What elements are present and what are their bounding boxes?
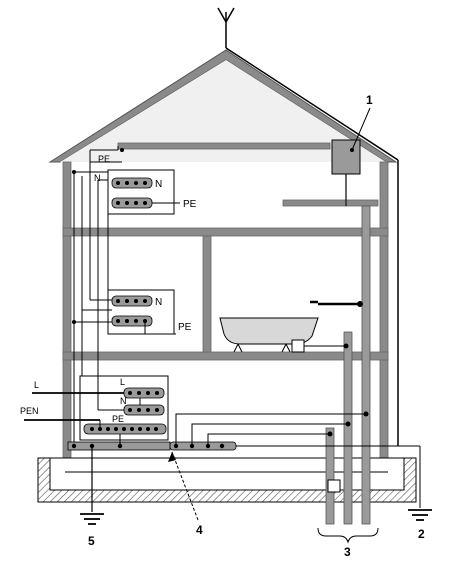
callout-leader-4	[171, 451, 199, 521]
middle-pe-bar	[111, 315, 153, 327]
label-n-roof: N	[94, 173, 101, 183]
middle-n-bar	[111, 295, 153, 307]
antenna	[217, 7, 235, 48]
ground-symbol-5	[80, 513, 104, 525]
callout-2: 2	[418, 527, 425, 541]
riser-pipes	[325, 205, 371, 525]
antenna-down-conductor	[225, 47, 399, 161]
attic-n-bar	[111, 177, 153, 189]
label-pe-ground: PE	[112, 414, 124, 424]
callout-1: 1	[366, 93, 373, 107]
label-pen-input: PEN	[20, 406, 39, 416]
house-structure	[62, 142, 389, 459]
label-pe-middle: PE	[178, 322, 192, 333]
callout-3: 3	[344, 545, 351, 559]
ground-symbol-2	[408, 509, 432, 521]
callout-5: 5	[88, 534, 95, 548]
label-pe-top: PE	[98, 154, 110, 164]
callout-4: 4	[196, 523, 203, 537]
label-pe-attic: PE	[183, 199, 197, 210]
faucet-pipe	[310, 300, 360, 306]
secondary-bar	[169, 441, 237, 451]
label-l-bar: L	[120, 377, 125, 387]
label-n-attic: N	[155, 179, 162, 190]
distribution-box	[331, 139, 361, 175]
label-n-middle: N	[155, 297, 162, 308]
foundation	[37, 457, 417, 503]
bathtub-clamp	[291, 339, 305, 353]
label-l-input: L	[34, 380, 39, 390]
water-meter	[327, 479, 341, 493]
callout-leader-1	[351, 107, 371, 151]
label-n-ground: N	[120, 396, 127, 406]
brace-3	[317, 527, 379, 544]
